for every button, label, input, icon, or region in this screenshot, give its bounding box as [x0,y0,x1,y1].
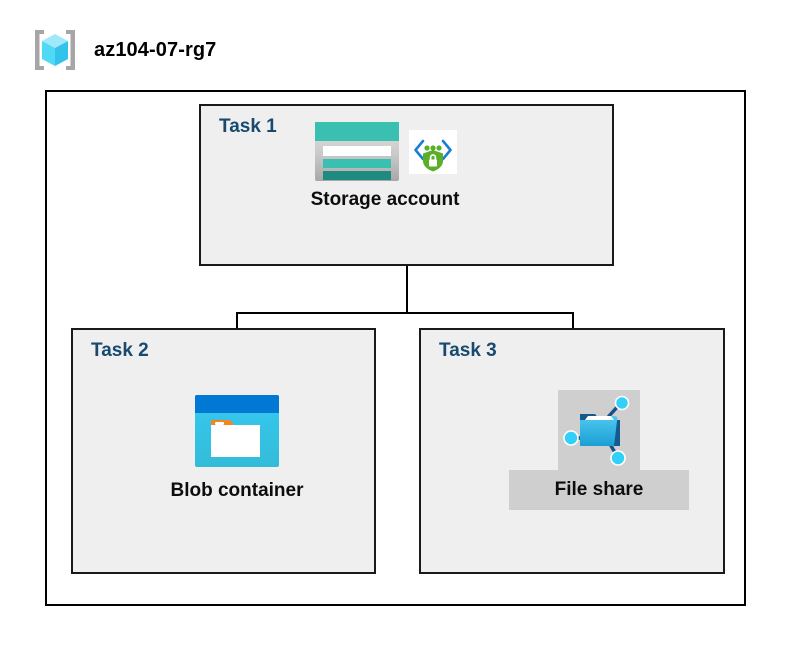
node-blob-container: Blob container [152,392,322,502]
storage-account-icon-row [313,120,457,183]
resource-group-header: az104-07-rg7 [30,26,216,74]
connector-storage-to-bus [406,266,408,313]
connector-horizontal-bus [236,312,574,314]
file-share-icon [562,394,636,466]
task-panel-1: Task 1 [199,104,614,266]
file-share-caption: File share [554,479,644,500]
blob-container-icon [192,392,282,480]
storage-account-caption: Storage account [310,189,460,210]
storage-account-icon [313,120,401,183]
task-label-1: Task 1 [219,116,277,137]
secure-endpoint-icon [409,129,457,174]
blob-container-caption: Blob container [170,480,304,501]
resource-group-name: az104-07-rg7 [94,38,217,61]
task-label-2: Task 2 [91,340,149,361]
resource-group-icon [30,27,80,73]
node-file-share: File share [509,390,689,510]
node-storage-account: Storage account [280,120,490,211]
file-share-caption-plate: File share [509,470,689,510]
task-label-3: Task 3 [439,340,497,361]
file-share-icon-plate [558,390,640,470]
